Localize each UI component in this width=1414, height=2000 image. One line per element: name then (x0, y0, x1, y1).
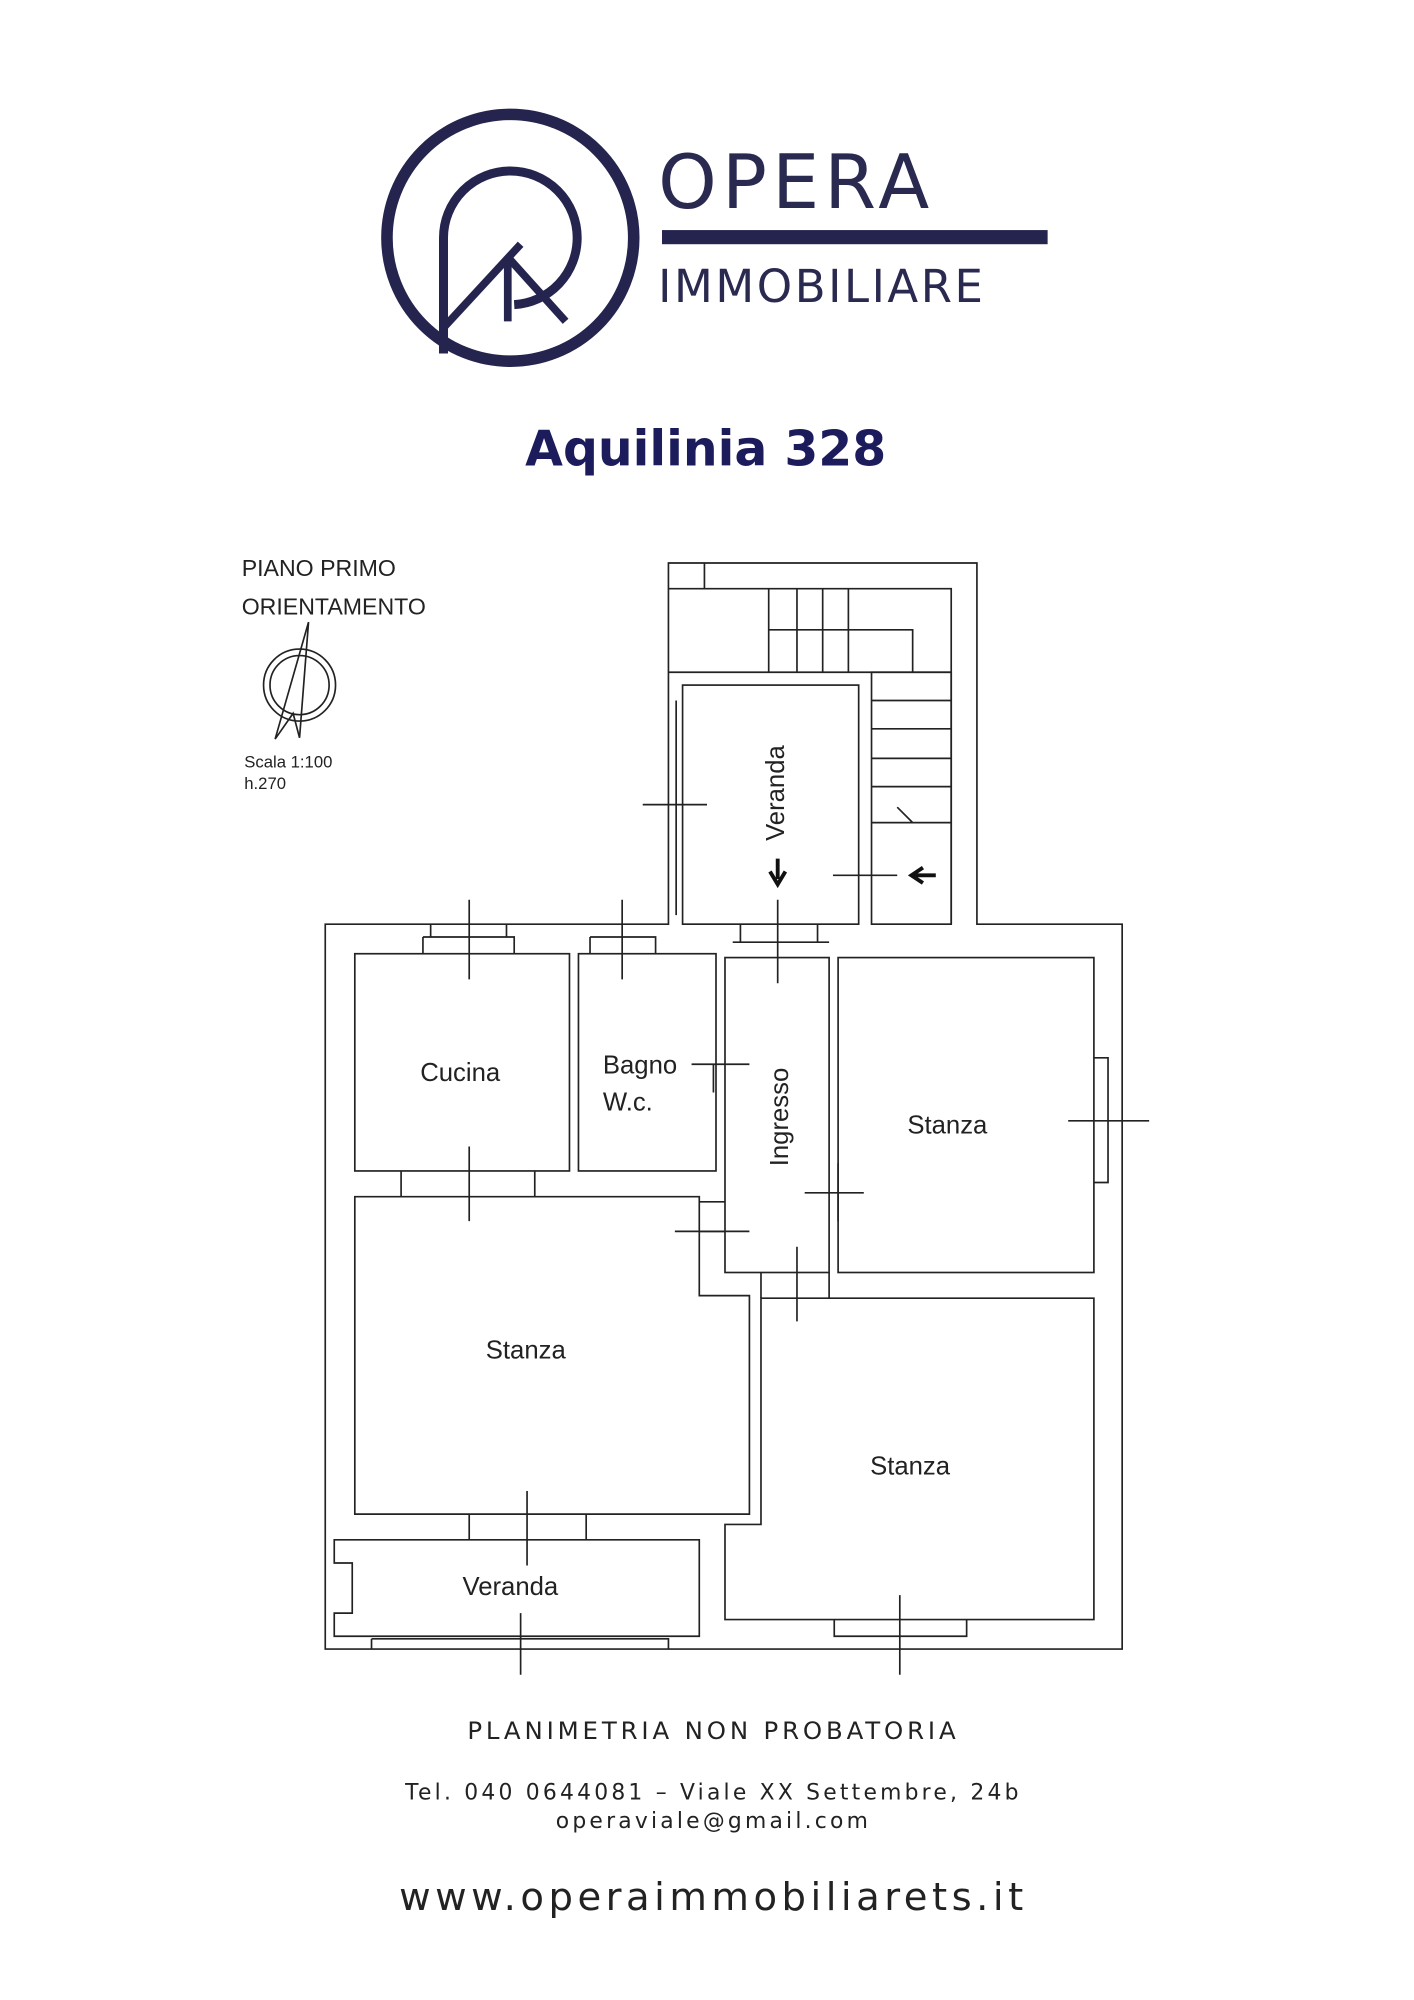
room-label-stanza-bottom: Stanza (870, 1452, 951, 1480)
north-arrow-icon (262, 621, 337, 740)
email: operaviale@gmail.com (556, 1809, 871, 1834)
scale-label: Scala 1:100 (244, 752, 332, 771)
page-title: Aquilinia 328 (525, 420, 886, 477)
room-label-ingresso: Ingresso (766, 1068, 794, 1167)
website-link[interactable]: www.operaimmobiliarets.it (399, 1875, 1028, 1920)
room-label-cucina: Cucina (420, 1059, 501, 1087)
floor-label: PIANO PRIMO (242, 555, 396, 581)
company-logo: OPERA IMMOBILIARE (381, 108, 1048, 367)
room-label-bagno: Bagno (603, 1051, 677, 1079)
contact-info: Tel. 040 0644081 – Viale XX Settembre, 2… (404, 1780, 1021, 1805)
room-label-veranda-bottom: Veranda (462, 1573, 558, 1601)
disclaimer: PLANIMETRIA NON PROBATORIA (467, 1716, 959, 1745)
room-label-veranda-top: Veranda (762, 744, 790, 840)
room-label-stanza-right: Stanza (907, 1112, 988, 1140)
height-label: h.270 (244, 774, 286, 793)
logo-name: OPERA (658, 139, 934, 226)
logo-subtitle: IMMOBILIARE (658, 260, 985, 313)
orientation-label: ORIENTAMENTO (242, 593, 426, 619)
room-label-wc: W.c. (603, 1089, 653, 1117)
room-label-stanza-left: Stanza (486, 1337, 567, 1365)
logo-bar (662, 230, 1048, 245)
floor-plan (324, 562, 1150, 1675)
